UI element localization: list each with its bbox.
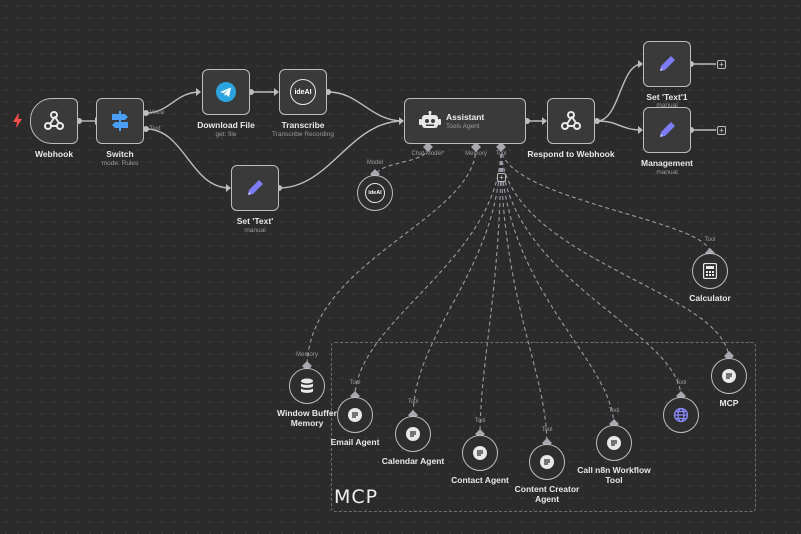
workflow-icon bbox=[722, 369, 736, 383]
download-file-label: Download File bbox=[197, 120, 255, 130]
pencil-icon bbox=[660, 56, 675, 71]
set-text1-sublabel: manual bbox=[656, 102, 678, 109]
chat-model-node[interactable]: ideAI bbox=[357, 175, 393, 211]
download-file-node[interactable] bbox=[202, 69, 250, 115]
respond-to-webhook-node[interactable] bbox=[547, 98, 595, 144]
calculator-icon bbox=[703, 263, 717, 279]
window-buffer-memory-node[interactable] bbox=[289, 368, 325, 404]
call-n8n-label-line2: Tool bbox=[605, 475, 623, 485]
mcp-client-tool-node[interactable] bbox=[711, 358, 747, 394]
content-creator-label-line2: Agent bbox=[534, 494, 560, 504]
pencil-icon bbox=[660, 122, 675, 137]
workflow-icon bbox=[607, 436, 621, 450]
content-creator-agent-tool-node[interactable] bbox=[529, 444, 565, 480]
call-n8n-workflow-tool-node[interactable] bbox=[596, 425, 632, 461]
memory-connection-tag: Memory bbox=[296, 352, 318, 358]
webhook-node[interactable] bbox=[30, 98, 78, 144]
ideai-logo-icon: ideAI bbox=[365, 183, 385, 203]
email-agent-label: Email Agent bbox=[330, 437, 380, 447]
signpost-icon bbox=[112, 111, 128, 131]
mcp-node-label: MCP bbox=[719, 398, 739, 408]
globe-icon bbox=[673, 407, 689, 423]
workflow-icon bbox=[406, 427, 420, 441]
contact-agent-tool-node[interactable] bbox=[462, 435, 498, 471]
http-request-tool-node[interactable] bbox=[663, 397, 699, 433]
switch-label: Switch bbox=[106, 149, 134, 159]
add-node-plus-icon[interactable]: + bbox=[717, 60, 726, 69]
ideai-logo-icon: ideAI bbox=[290, 79, 316, 105]
set-text-node[interactable] bbox=[231, 165, 279, 211]
workflow-icon bbox=[348, 408, 362, 422]
switch-sublabel: mode: Rules bbox=[101, 160, 139, 167]
respond-to-webhook-label: Respond to Webhook bbox=[527, 149, 615, 159]
assistant-label: Assistant bbox=[446, 112, 485, 122]
switch-node[interactable] bbox=[96, 98, 144, 144]
content-creator-connection-tag: Tool bbox=[541, 427, 553, 433]
model-connection-tag: Model bbox=[366, 160, 384, 166]
webhook-icon bbox=[561, 111, 581, 130]
transcribe-label: Transcribe bbox=[281, 120, 325, 130]
call-n8n-label-line1: Call n8n Workflow bbox=[577, 465, 651, 475]
assistant-agent-node[interactable] bbox=[404, 98, 526, 144]
add-node-plus-icon[interactable]: + bbox=[717, 126, 726, 135]
content-creator-label-line1: Content Creator bbox=[514, 484, 580, 494]
transcribe-sublabel: Transcribe Recording bbox=[272, 131, 334, 138]
download-file-sublabel: get: file bbox=[215, 131, 237, 138]
telegram-icon bbox=[216, 82, 236, 102]
window-buffer-memory-label-line1: Window Buffer bbox=[277, 408, 337, 418]
set-text1-node[interactable] bbox=[643, 41, 691, 87]
calculator-label: Calculator bbox=[689, 293, 731, 303]
transcribe-node[interactable]: ideAI bbox=[279, 69, 327, 115]
database-icon bbox=[301, 378, 313, 393]
email-agent-connection-tag: Tool bbox=[349, 380, 361, 386]
email-agent-tool-node[interactable] bbox=[337, 397, 373, 433]
assistant-port-chat-model: Chat Model* bbox=[411, 151, 445, 157]
calendar-agent-connection-tag: Tool bbox=[407, 399, 419, 405]
http-tool-connection-tag: Tool bbox=[675, 380, 687, 386]
switch-output-text: Text bbox=[149, 126, 161, 132]
webhook-label: Webhook bbox=[34, 149, 74, 159]
mcp-group-title: MCP bbox=[334, 486, 379, 508]
management-label: Management bbox=[641, 158, 693, 168]
assistant-port-memory: Memory bbox=[465, 151, 487, 157]
calculator-connection-tag: Tool bbox=[704, 237, 716, 243]
management-node[interactable] bbox=[643, 107, 691, 153]
lightning-icon bbox=[13, 114, 22, 128]
assistant-port-tool: Tool bbox=[495, 151, 507, 157]
calculator-node[interactable] bbox=[692, 253, 728, 289]
webhook-icon bbox=[44, 111, 64, 130]
set-text1-label: Set 'Text'1 bbox=[646, 92, 688, 102]
assistant-sublabel: Tools Agent bbox=[446, 123, 480, 130]
workflow-icon bbox=[540, 455, 554, 469]
switch-output-voice: Voice bbox=[149, 110, 165, 116]
contact-agent-label: Contact Agent bbox=[451, 475, 509, 485]
window-buffer-memory-label-line2: Memory bbox=[290, 418, 324, 428]
management-sublabel: manual bbox=[656, 169, 678, 176]
call-n8n-connection-tag: Tool bbox=[608, 408, 620, 414]
robot-icon bbox=[419, 111, 441, 128]
set-text-label: Set 'Text' bbox=[236, 216, 274, 226]
pencil-icon bbox=[248, 180, 263, 195]
mcp-group-frame[interactable] bbox=[331, 342, 756, 512]
add-tool-plus-icon[interactable]: + bbox=[497, 173, 506, 182]
contact-agent-connection-tag: Tool bbox=[474, 418, 486, 424]
workflow-icon bbox=[473, 446, 487, 460]
calendar-agent-label: Calendar Agent bbox=[381, 456, 445, 466]
calendar-agent-tool-node[interactable] bbox=[395, 416, 431, 452]
set-text-sublabel: manual bbox=[244, 227, 266, 234]
